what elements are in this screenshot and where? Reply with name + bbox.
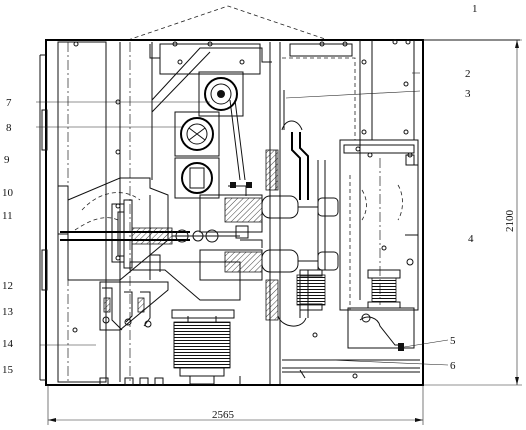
callout-4: 4: [468, 233, 474, 245]
leader-lines: [36, 72, 449, 366]
callout-14: 14: [2, 338, 14, 350]
callout-12: 12: [2, 280, 13, 292]
callout-11: 11: [2, 210, 13, 222]
callout-1: 1: [472, 3, 478, 15]
cable-compartment: [282, 307, 420, 379]
bus-conductors: [265, 90, 309, 327]
floor-base: [46, 376, 423, 386]
callout-labels: 1 2 3 4 5 6 7 8 9 10 11 12 13 14 15: [2, 3, 478, 376]
contact-arms: [199, 182, 339, 281]
partition-plates: [151, 47, 272, 181]
callout-15: 15: [2, 364, 14, 376]
side-rails: [359, 59, 409, 300]
callout-5: 5: [450, 335, 456, 347]
vt-compartment: [339, 139, 419, 311]
callout-13: 13: [2, 306, 14, 318]
roof-outline: [60, 5, 520, 41]
contact-bushings: [174, 71, 244, 199]
callout-3: 3: [465, 88, 471, 100]
callout-6: 6: [450, 360, 456, 372]
breaker-truck: [57, 99, 241, 333]
callout-9: 9: [4, 154, 10, 166]
bottom-insulator: [171, 309, 235, 385]
width-dimension: 2565: [212, 409, 235, 421]
height-dimension: 2100: [504, 210, 516, 233]
callout-7: 7: [6, 97, 12, 109]
callout-8: 8: [6, 122, 12, 134]
dimension-lines: [47, 39, 522, 425]
callout-2: 2: [465, 68, 471, 80]
current-transformer: [296, 160, 326, 311]
callout-10: 10: [2, 187, 14, 199]
